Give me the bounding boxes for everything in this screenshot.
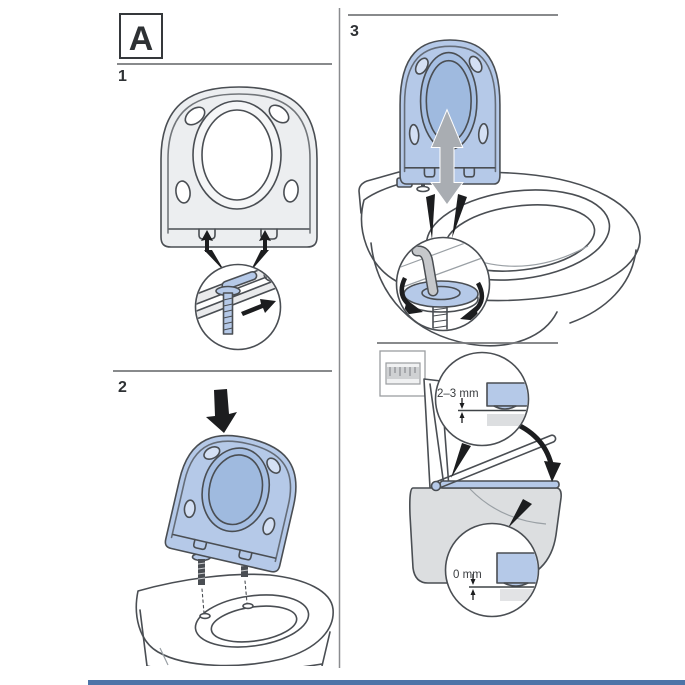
- step-2-number: 2: [118, 379, 127, 396]
- bowl-bolt-hole: [243, 604, 253, 609]
- detail-circle-gap-range: 2–3 mm: [436, 353, 537, 446]
- gap-adjustment-panel: 2–3 mm 0 mm: [377, 342, 561, 617]
- insert-direction-arrow: [241, 299, 276, 316]
- tool-handle: [413, 246, 437, 295]
- close-seat-arrow-head: [544, 461, 561, 482]
- bowl-edge-line: [397, 238, 477, 269]
- detail-circle-content: 2–3 mm: [437, 383, 528, 426]
- gap-range-label: 2–3 mm: [437, 388, 479, 400]
- alignment-dash: [202, 589, 204, 613]
- fastener-hub: [422, 287, 460, 300]
- seat-bumper-profile: [504, 583, 528, 586]
- bolt-threads: [223, 297, 233, 331]
- screw-threads: [432, 307, 448, 329]
- detail-circle-bolt: [194, 261, 284, 350]
- page-edge-bar: [88, 680, 685, 685]
- toilet-seat-underside-step1: [160, 86, 318, 248]
- lift-seat-double-arrow: [430, 108, 464, 206]
- detail-circle-content: [196, 265, 280, 334]
- detail-circle-fastener: [397, 238, 490, 347]
- step-3-number: 3: [350, 23, 359, 40]
- detail-pointer: [204, 250, 225, 272]
- ruler-icon-band: [387, 367, 419, 379]
- bolt-shaft: [198, 559, 205, 585]
- seat-edge-section: [196, 277, 280, 320]
- detail-pointer: [508, 499, 532, 528]
- detail-circle-outline: [436, 353, 529, 446]
- place-seat-down-arrow: [206, 389, 237, 433]
- step-1-number: 1: [118, 68, 127, 85]
- rotate-arrow-left-head: [403, 300, 423, 315]
- detail-circle-content: 0 mm: [453, 553, 538, 601]
- gap-measure-arrows: [470, 574, 476, 600]
- detail-pointer: [426, 194, 435, 240]
- step-2-panel: 2: [113, 370, 333, 673]
- fastener-disc: [404, 281, 478, 307]
- bowl-body-left: [371, 243, 557, 346]
- detail-circle-outline: [196, 265, 281, 350]
- bolt-shaft: [224, 293, 233, 334]
- hinge-screw-flange: [417, 187, 429, 192]
- detail-circle-outline: [397, 238, 490, 331]
- bowl-body-right: [322, 632, 330, 666]
- detail-pointer: [250, 250, 269, 272]
- detail-circle-outline: [446, 524, 539, 617]
- detail-circle-content: [397, 238, 485, 330]
- bolt-threads: [197, 562, 206, 580]
- seat-bumper-profile: [494, 406, 516, 409]
- gap-zero-label: 0 mm: [453, 569, 482, 581]
- step-1-panel: 1: [117, 63, 332, 350]
- lid-inner-line: [430, 384, 444, 486]
- seat-closed-slat: [440, 481, 559, 488]
- ceramic-section: [487, 414, 528, 426]
- step-3-panel: 3: [348, 14, 640, 347]
- bowl-body-left: [140, 610, 147, 666]
- section-label: A: [129, 20, 154, 58]
- bolt-insert-arrows: [201, 230, 271, 252]
- section-header: A: [119, 13, 163, 59]
- bowl-bolt-hole: [200, 614, 210, 619]
- bowl-edge-line: [399, 257, 483, 289]
- detail-circle-gap-zero: 0 mm: [446, 524, 542, 617]
- ruler-icon-ticks: [389, 367, 416, 376]
- up-arrow-icon: [201, 230, 213, 252]
- section-label-box: [119, 13, 163, 59]
- bowl-body-right: [570, 250, 636, 323]
- detail-pointer: [452, 194, 467, 238]
- up-arrow-icon: [259, 230, 271, 252]
- ruler-icon-box: [379, 350, 426, 397]
- seat-section: [497, 553, 538, 583]
- detail-pointer: [451, 443, 471, 478]
- bowl-contour: [159, 647, 169, 666]
- alignment-dash: [245, 581, 247, 603]
- bowl-deck: [359, 172, 431, 213]
- gap-measure-arrows: [459, 398, 465, 423]
- seat-hinge-pivot: [432, 482, 441, 491]
- bowl-rim-inner: [192, 588, 312, 653]
- pan-cavity-line: [469, 488, 547, 525]
